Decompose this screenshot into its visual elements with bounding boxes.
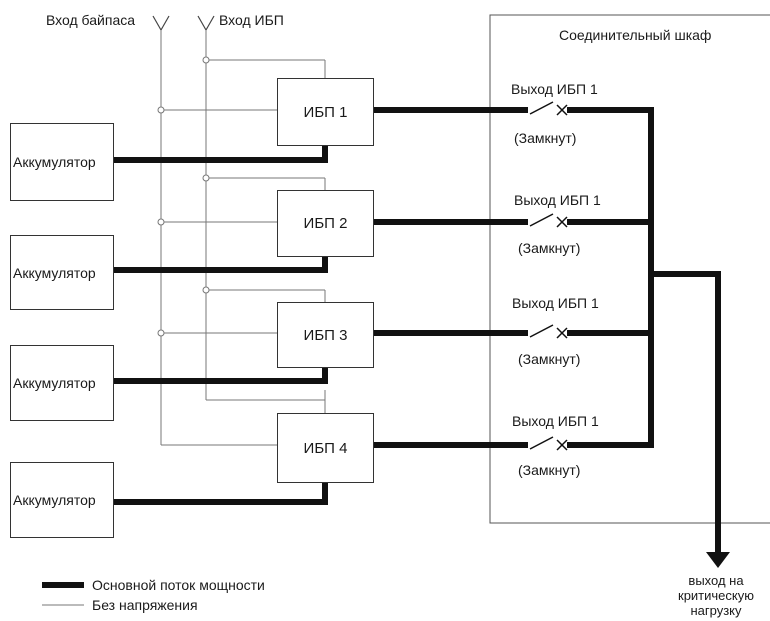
bypass-input-label: Вход байпаса — [46, 12, 136, 28]
switch-symbols — [529, 101, 568, 451]
ups-1-box: ИБП 1 — [277, 78, 374, 146]
ups-input-symbol — [197, 15, 215, 31]
switch-3-output-label: Выход ИБП 1 — [512, 295, 599, 311]
ups-3-label: ИБП 3 — [303, 326, 348, 344]
battery-1-label: Аккумулятор — [13, 154, 96, 170]
ups-2-label: ИБП 2 — [303, 215, 348, 232]
battery-4-box: Аккумулятор — [10, 462, 114, 538]
ups-input-label: Вход ИБП — [219, 12, 284, 28]
battery-2-label: Аккумулятор — [13, 264, 96, 281]
ups-input-bus — [205, 30, 326, 413]
switch-2-state-label: (Замкнут) — [518, 240, 581, 256]
ups-4-box: ИБП 4 — [277, 413, 374, 483]
legend-main-power-label: Основной поток мощности — [92, 577, 265, 593]
output-arrow — [706, 552, 730, 568]
critical-load-line-3: нагрузку — [690, 603, 742, 618]
switch-2-output-label: Выход ИБП 1 — [514, 192, 601, 208]
junction-dots — [157, 56, 210, 337]
switch-1-state-label: (Замкнут) — [514, 130, 577, 146]
battery-feeds — [114, 146, 328, 505]
battery-3-box: Аккумулятор — [10, 345, 114, 421]
bypass-bus — [160, 30, 277, 446]
critical-load-line-2: критическую — [678, 588, 754, 603]
cabinet-output-bus — [567, 107, 721, 555]
critical-load-line-1: выход на — [688, 573, 744, 588]
switch-4-state-label: (Замкнут) — [518, 462, 581, 478]
switch-4-output-label: Выход ИБП 1 — [512, 413, 599, 429]
battery-3-label: Аккумулятор — [13, 375, 96, 391]
bypass-input-symbol — [152, 15, 170, 31]
switch-3-state-label: (Замкнут) — [518, 351, 581, 367]
ups-4-label: ИБП 4 — [303, 439, 348, 457]
switch-1-output-label: Выход ИБП 1 — [511, 81, 598, 97]
critical-load-label: выход на критическую нагрузку — [664, 573, 768, 618]
ups-2-box: ИБП 2 — [277, 190, 374, 257]
ups-output-feeds — [374, 107, 528, 448]
ups-3-box: ИБП 3 — [277, 302, 374, 368]
ups-1-label: ИБП 1 — [303, 103, 348, 121]
battery-4-label: Аккумулятор — [13, 492, 96, 508]
cabinet-outline — [489, 14, 770, 524]
battery-1-box: Аккумулятор — [10, 123, 114, 201]
cabinet-title: Соединительный шкаф — [559, 27, 712, 43]
legend-no-voltage-label: Без напряжения — [92, 597, 198, 613]
battery-2-box: Аккумулятор — [10, 235, 114, 310]
